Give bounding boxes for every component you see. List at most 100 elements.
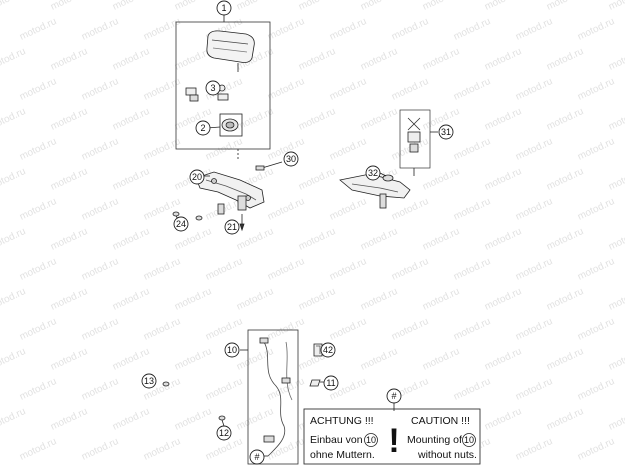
- callout-circle: [205, 80, 221, 96]
- watermark-text: motod.ru: [0, 346, 27, 373]
- watermark-text: motod.ru: [328, 76, 368, 103]
- callout-label: 21: [227, 222, 237, 232]
- callout-label: 30: [286, 154, 296, 164]
- watermark-text: motod.ru: [607, 346, 625, 373]
- watermark-text: motod.ru: [266, 16, 306, 43]
- callout-circle: [320, 342, 336, 358]
- watermark-text: motod.ru: [607, 226, 625, 253]
- watermark-text: motod.ru: [545, 46, 585, 73]
- notice-left-line1: Einbau von: [310, 434, 363, 446]
- cable-group-frame: [247, 329, 299, 465]
- watermark-text: motod.ru: [18, 76, 58, 103]
- watermark-text: motod.ru: [452, 376, 492, 403]
- watermark-text: motod.ru: [452, 196, 492, 223]
- connector-part: [185, 87, 197, 96]
- callout-circle: [365, 165, 381, 181]
- watermark-text: motod.ru: [390, 316, 430, 343]
- notice-right-line1: Mounting of: [407, 434, 462, 446]
- watermark-text: motod.ru: [142, 436, 182, 463]
- callout-30: 30: [283, 151, 299, 167]
- callout-3: 3: [205, 80, 221, 96]
- watermark-text: motod.ru: [545, 0, 585, 13]
- watermark-text: motod.ru: [359, 346, 399, 373]
- watermark-text: motod.ru: [514, 16, 554, 43]
- watermark-text: motod.ru: [359, 46, 399, 73]
- watermark-text: motod.ru: [545, 346, 585, 373]
- notice-box: ACHTUNG !!! CAUTION !!! ! Einbau von 10 …: [303, 401, 481, 465]
- watermark-text: motod.ru: [607, 0, 625, 13]
- callout-label: 24: [176, 219, 186, 229]
- callout-circle: [249, 449, 265, 465]
- watermark-text: motod.ru: [142, 316, 182, 343]
- callout-circle: [216, 0, 232, 16]
- watermark-text: motod.ru: [483, 166, 523, 193]
- watermark-text: motod.ru: [390, 16, 430, 43]
- instrument-assembly: [175, 14, 271, 160]
- watermark-text: motod.ru: [576, 436, 616, 463]
- watermark-text: motod.ru: [545, 166, 585, 193]
- callout-hash2: #: [249, 449, 265, 465]
- callout-21: 21: [224, 219, 240, 235]
- watermark-text: motod.ru: [483, 286, 523, 313]
- callout-label: 3: [210, 83, 215, 93]
- instrument-group-frame: [175, 21, 271, 150]
- watermark-text: motod.ru: [607, 406, 625, 433]
- watermark-text: motod.ru: [0, 166, 27, 193]
- notice-left-line2: ohne Muttern.: [310, 449, 375, 461]
- watermark-text: motod.ru: [0, 226, 27, 253]
- watermark-text: motod.ru: [173, 286, 213, 313]
- watermark-text: motod.ru: [204, 256, 244, 283]
- watermark-text: motod.ru: [0, 0, 27, 13]
- watermark-text: motod.ru: [80, 76, 120, 103]
- notice-left-ref: 10: [366, 435, 376, 445]
- callout-hash1: #: [386, 388, 402, 404]
- watermark-text: motod.ru: [297, 286, 337, 313]
- notice-bang-icon: !: [388, 422, 399, 460]
- watermark-text: motod.ru: [142, 256, 182, 283]
- callout-label: 12: [219, 428, 229, 438]
- watermark-text: motod.ru: [297, 0, 337, 13]
- watermark-text: motod.ru: [49, 0, 89, 13]
- watermark-text: motod.ru: [545, 106, 585, 133]
- callout-label: #: [391, 391, 396, 401]
- callout-circle: [224, 342, 240, 358]
- watermark-text: motod.ru: [421, 46, 461, 73]
- watermark-text: motod.ru: [266, 256, 306, 283]
- watermark-text: motod.ru: [111, 46, 151, 73]
- watermark-text: motod.ru: [545, 286, 585, 313]
- notice-right-line2: without nuts.: [417, 449, 477, 461]
- watermark-text: motod.ru: [452, 256, 492, 283]
- watermark-text: motod.ru: [18, 316, 58, 343]
- callout-12: 12: [216, 425, 232, 441]
- watermark-text: motod.ru: [111, 346, 151, 373]
- watermark-text: motod.ru: [18, 136, 58, 163]
- watermark-text: motod.ru: [607, 286, 625, 313]
- watermark-text: motod.ru: [514, 136, 554, 163]
- callout-31: 31: [438, 124, 454, 140]
- callout-circle: [386, 388, 402, 404]
- watermark-text: motod.ru: [452, 316, 492, 343]
- watermark-text: motod.ru: [607, 46, 625, 73]
- watermark-text: motod.ru: [514, 376, 554, 403]
- callout-20: 20: [189, 169, 205, 185]
- callout-11: 11: [323, 375, 339, 391]
- watermark-text: motod.ru: [235, 286, 275, 313]
- callout-label: 1: [221, 3, 226, 13]
- watermark-text: motod.ru: [328, 136, 368, 163]
- watermark-text: motod.ru: [297, 106, 337, 133]
- watermark-text: motod.ru: [576, 16, 616, 43]
- watermark-text: motod.ru: [483, 346, 523, 373]
- callout-label: 2: [200, 123, 205, 133]
- watermark-text: motod.ru: [545, 226, 585, 253]
- watermark-text: motod.ru: [390, 76, 430, 103]
- watermark-text: motod.ru: [173, 406, 213, 433]
- watermark-text: motod.ru: [576, 316, 616, 343]
- watermark-text: motod.ru: [111, 406, 151, 433]
- watermark-text: motod.ru: [452, 76, 492, 103]
- watermark-text: motod.ru: [328, 196, 368, 223]
- watermark-text: motod.ru: [235, 406, 275, 433]
- callout-label: 13: [144, 376, 154, 386]
- watermark-text: motod.ru: [80, 16, 120, 43]
